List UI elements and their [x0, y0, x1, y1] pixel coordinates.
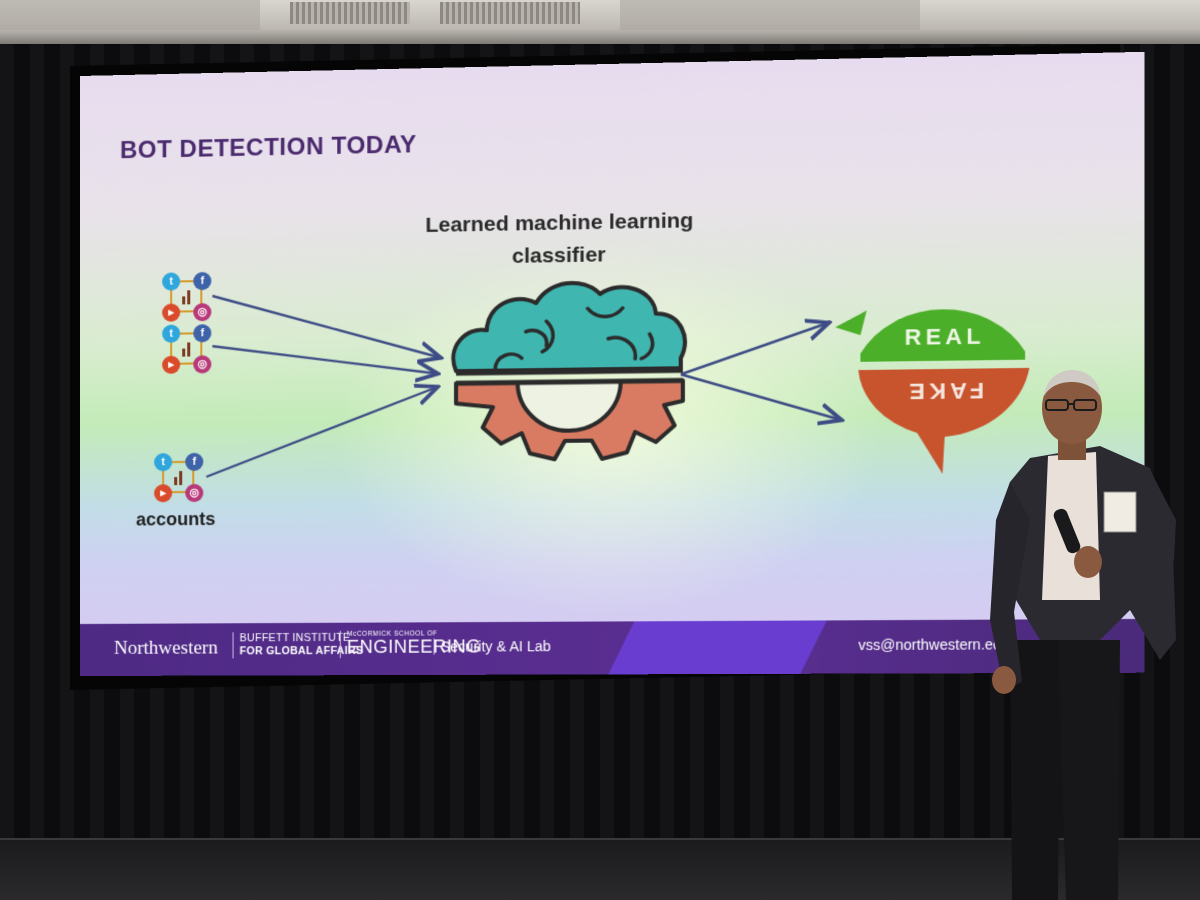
northwestern-logo: Northwestern	[114, 637, 218, 659]
lab-name: Security & AI Lab	[434, 638, 551, 655]
real-label: REAL	[905, 323, 985, 350]
stage-edge	[0, 838, 1200, 840]
contact-email: vss@northwestern.edu	[858, 636, 1009, 653]
input-arrow	[206, 388, 435, 477]
buffett-line-1: BUFFETT INSTITUTE	[240, 632, 351, 645]
ceiling-vent	[440, 2, 580, 24]
footer-accent	[608, 620, 827, 674]
gear-icon	[456, 380, 683, 460]
fake-label: FAKE	[905, 378, 984, 405]
bot-detection-diagram: REAL FAKE	[80, 52, 1144, 676]
output-arrow-real	[681, 323, 827, 374]
ceiling-tile	[0, 0, 260, 30]
ceiling-tile	[620, 0, 920, 30]
brain-icon	[453, 281, 684, 373]
ceiling-vent	[290, 2, 410, 24]
projected-slide: BOT DETECTION TODAY Learned machine lear…	[80, 52, 1144, 676]
stage-floor	[0, 838, 1200, 900]
ceiling	[0, 0, 1200, 48]
output-arrow-fake	[681, 372, 840, 421]
